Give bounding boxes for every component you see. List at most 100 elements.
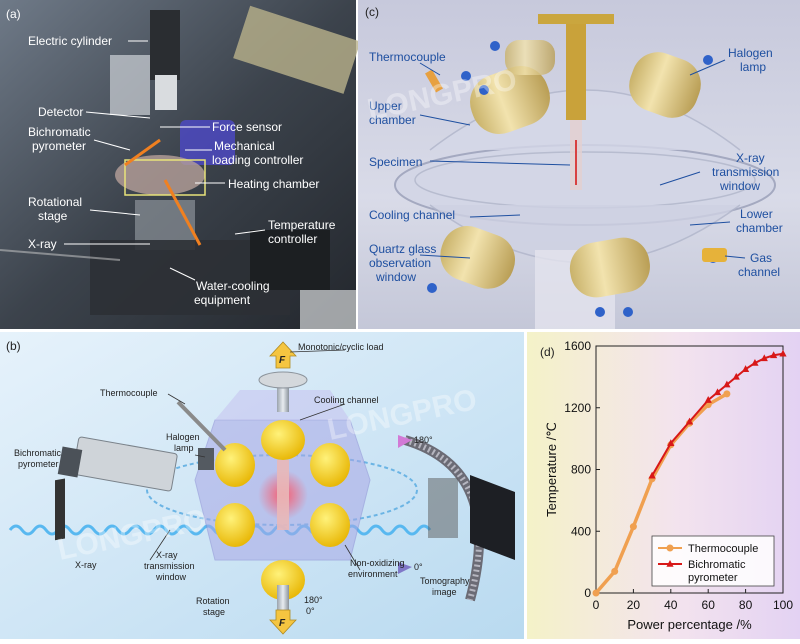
label-xray-b: X-ray [75, 560, 97, 570]
label-bichromatic-a-2: pyrometer [32, 139, 86, 153]
label-detector: Detector [38, 105, 83, 119]
label-halogen-c-2: lamp [740, 60, 766, 74]
label-nonox-1: Non-oxidizing [350, 558, 405, 568]
label-tomo-2: image [432, 587, 457, 597]
label-angle-0-bottom: 0° [306, 606, 315, 616]
x-tick-label: 20 [627, 598, 641, 612]
label-upper-2: chamber [369, 113, 416, 127]
label-mechanical-2: loading controller [212, 153, 303, 167]
label-quartz-2: observation [369, 256, 431, 270]
label-load: Monotonic/cyclic load [298, 342, 384, 352]
y-tick-label: 1200 [564, 401, 591, 415]
panel-d-tag: (d) [540, 345, 555, 359]
x-tick-label: 100 [773, 598, 793, 612]
point-bichromatic [751, 358, 759, 366]
label-force-top: F [279, 355, 286, 366]
legend-marker-bichromatic [666, 560, 674, 567]
x-tick-label: 80 [739, 598, 753, 612]
label-lower-2: chamber [736, 221, 783, 235]
y-tick-label: 800 [571, 463, 591, 477]
legend-label-thermocouple: Thermocouple [688, 543, 758, 555]
legend-label-bichromatic-1: Bichromatic [688, 559, 746, 571]
point-thermocouple [629, 523, 637, 531]
y-tick-label: 1600 [564, 339, 591, 353]
point-bichromatic [713, 388, 722, 396]
point-bichromatic [685, 417, 694, 425]
legend: Thermocouple Bichromatic pyrometer [651, 535, 775, 587]
label-bichromatic-a-1: Bichromatic [28, 125, 91, 139]
label-cooling-c: Cooling channel [369, 208, 455, 222]
label-halogen-b-1: Halogen [166, 432, 200, 442]
label-bichromatic-b-1: Bichromatic [14, 448, 62, 458]
label-window-3: window [155, 572, 187, 582]
label-angle-0-right: 0° [414, 562, 423, 572]
y-tick-label: 0 [584, 586, 591, 600]
point-thermocouple [592, 589, 600, 597]
legend-box [651, 535, 775, 587]
point-bichromatic [732, 372, 740, 380]
point-thermocouple [611, 567, 619, 575]
label-xray-c-2: transmission [712, 165, 779, 179]
label-gas-2: channel [738, 265, 780, 279]
label-xray-c-3: window [719, 179, 760, 193]
x-axis-label: Power percentage /% [627, 617, 752, 632]
label-xray-a: X-ray [28, 237, 57, 251]
label-rotation-1: Rotation [196, 596, 230, 606]
label-cooling-b: Cooling channel [314, 395, 379, 405]
label-window-2: transmission [144, 561, 195, 571]
panel-c: (c) Thermocouple Halogen lamp Upper cham… [358, 0, 800, 329]
label-quartz-1: Quartz glass [369, 242, 436, 256]
panel-a-tag: (a) [6, 7, 21, 21]
label-quartz-3: window [375, 270, 416, 284]
panel-d: (d) 0 20 40 60 80 100 0 400 800 1200 1600 Thermoco… [527, 332, 800, 639]
label-xray-c-1: X-ray [736, 151, 765, 165]
label-angle-180-bottom: 180° [304, 595, 323, 605]
point-bichromatic [779, 349, 787, 357]
label-water-2: equipment [194, 293, 251, 307]
panel-b-tag: (b) [6, 339, 21, 353]
panel-a: (a) Electric cylinder Detector Bichromat… [0, 0, 361, 329]
label-halogen-c-1: Halogen [728, 46, 773, 60]
label-rotational-2: stage [38, 209, 68, 223]
label-heating-chamber: Heating chamber [228, 177, 319, 191]
point-bichromatic [760, 354, 768, 362]
y-tick-label: 400 [571, 524, 591, 538]
point-thermocouple [723, 390, 731, 398]
point-bichromatic [742, 365, 750, 372]
label-angle-180-right: 180° [414, 435, 433, 445]
label-upper-1: Upper [369, 99, 402, 113]
label-thermocouple-c: Thermocouple [369, 50, 446, 64]
legend-label-bichromatic-2: pyrometer [688, 572, 738, 584]
y-axis-label: Temperature /℃ [544, 422, 559, 517]
label-electric-cylinder: Electric cylinder [28, 34, 112, 48]
point-bichromatic [667, 439, 675, 447]
label-lower-1: Lower [740, 207, 773, 221]
series-layer [592, 349, 787, 597]
point-bichromatic [723, 380, 731, 388]
point-bichromatic [704, 396, 712, 403]
panel-c-tag: (c) [365, 5, 379, 19]
label-water-1: Water-cooling [196, 279, 270, 293]
point-bichromatic [648, 471, 656, 479]
label-specimen: Specimen [369, 155, 422, 169]
label-force-sensor: Force sensor [212, 120, 282, 134]
label-gas-1: Gas [750, 251, 772, 265]
label-mechanical-1: Mechanical [214, 139, 275, 153]
x-tick-label: 0 [593, 598, 600, 612]
x-tick-label: 60 [702, 598, 716, 612]
x-tick-label: 40 [664, 598, 678, 612]
point-bichromatic [770, 351, 778, 359]
label-temperature-1: Temperature [268, 218, 336, 232]
label-halogen-b-2: lamp [174, 443, 194, 453]
label-tomo-1: Tomography [420, 576, 470, 586]
label-rotation-2: stage [203, 607, 225, 617]
temperature-chart: 0 20 40 60 80 100 0 400 800 1200 1600 Thermocouple… [544, 339, 793, 632]
label-force-bottom: F [279, 618, 286, 629]
legend-marker-thermocouple [666, 544, 674, 552]
label-nonox-2: environment [348, 569, 398, 579]
label-rotational-1: Rotational [28, 195, 82, 209]
label-temperature-2: controller [268, 232, 317, 246]
label-thermocouple-b: Thermocouple [100, 388, 158, 398]
